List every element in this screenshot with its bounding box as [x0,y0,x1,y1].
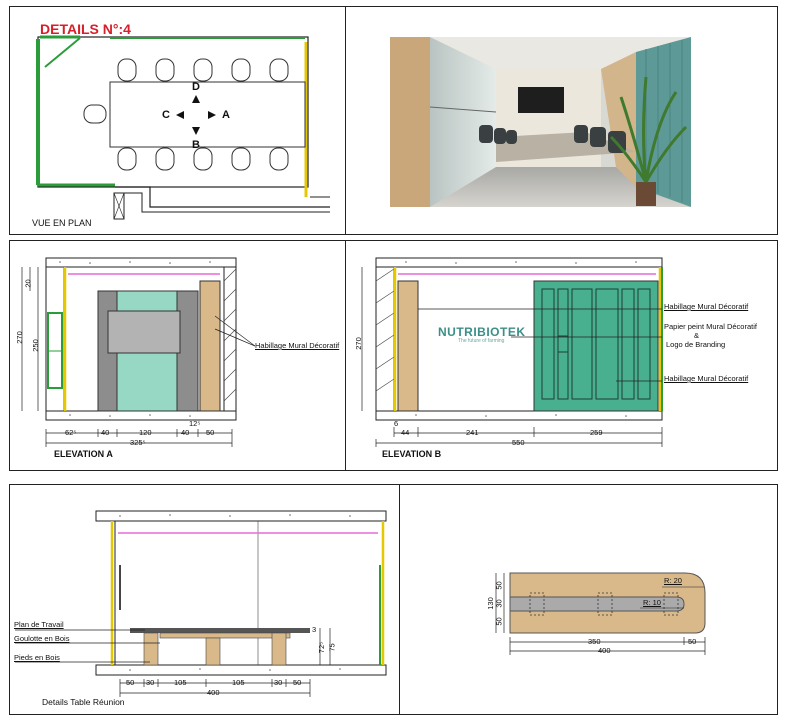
radius-10-label: R: 10 [643,598,661,607]
table-dim-4: 105 [232,678,245,687]
table-dim-6: 50 [293,678,302,687]
table-plan-dim-30: 30 [494,599,504,608]
plan-drawing [36,35,330,220]
elev-a-dim-1: 62⁵ [65,428,77,437]
elev-b-dim-total: 550 [512,438,525,447]
goulotte-label: Goulotte en Bois [14,634,70,643]
table-dim-3b: 105 [174,678,187,687]
plan-panel: DETAILS N°:4 D B C A VUE EN PLAN [9,6,346,235]
table-caption: Details Table Réunion [42,697,125,707]
table-dim-1: 50 [126,678,135,687]
table-dim-5: 30 [274,678,283,687]
brand-tagline: The future of farming [458,338,505,344]
elev-b-logo-label: Logo de Branding [666,340,726,349]
table-plan-dim-50b: 50 [494,617,504,626]
table-dim-72: 72⁵ [317,641,327,654]
elev-b-amp-label: & [694,331,700,340]
table-plan-dim-50a: 50 [494,581,504,590]
plan-travail-label: Plan de Travail [14,620,64,629]
elev-a-dim-12: 12⁵ [189,419,201,428]
plan-caption: VUE EN PLAN [32,218,92,228]
elev-a-dim-total: 325⁵ [130,438,146,447]
table-plan-panel: R: 20 R: 10 130 50 30 50 350 50 400 [399,484,778,715]
elev-b-dim-241: 241 [466,428,479,437]
elev-a-mural-label: Habillage Mural Décoratif [255,341,340,350]
table-plan-drawing [495,572,706,655]
table-plan-dim-350: 350 [588,637,601,646]
dir-c-label: C [162,109,170,121]
table-plan-dim-total: 400 [598,646,611,655]
table-dim-2: 30 [146,678,155,687]
pieds-label: Pieds en Bois [14,653,60,662]
elev-a-dim-250: 250 [30,339,40,352]
table-plan-dim-50: 50 [688,637,697,646]
elev-a-dim-2: 40 [101,428,110,437]
table-plan-dim-130: 130 [485,597,495,610]
page-title: DETAILS N°:4 [40,21,131,37]
elevation-a-drawing [21,257,256,447]
elev-b-papier-label: Papier peint Mural Décoratif [664,322,757,331]
elev-a-dim-270: 270 [14,331,24,344]
elev-a-caption: ELEVATION A [54,449,113,459]
elev-a-dim-4: 40 [181,428,190,437]
elevation-b-panel: NUTRIBIOTEK The future of farming 270 Ha… [345,240,778,471]
table-elevation-drawing [15,510,387,697]
elev-b-dim-259: 259 [590,428,603,437]
elev-b-caption: ELEVATION B [382,449,442,459]
table-elevation-panel: Plan de Travail Goulotte en Bois Pieds e… [9,484,400,715]
elev-a-dim-20: 20 [23,279,33,288]
elevation-b-drawing [361,257,663,447]
elevation-a-panel: 270 250 20 Habillage Mural Décoratif 12⁵… [9,240,346,471]
dir-d-label: D [192,81,200,93]
radius-20-label: R: 20 [664,576,682,585]
elev-a-dim-3: 120 [139,428,152,437]
elev-b-dim-270: 270 [353,337,363,350]
photo-panel [345,6,778,235]
elev-b-dim-44: 44 [401,428,410,437]
brand-logo-text: NUTRIBIOTEK [438,325,526,339]
table-dim-total: 400 [207,688,220,697]
elev-b-dim-6: 6 [394,419,399,428]
table-dim-75: 75 [327,643,337,652]
elev-a-dim-5: 50 [206,428,215,437]
dir-a-label: A [222,109,230,121]
elev-b-mural-label-2: Habillage Mural Décoratif [664,374,749,383]
elev-b-mural-label-1: Habillage Mural Décoratif [664,302,749,311]
table-dim-3: 3 [312,625,317,634]
dir-b-label: B [192,139,200,151]
room-render-image [390,37,691,207]
